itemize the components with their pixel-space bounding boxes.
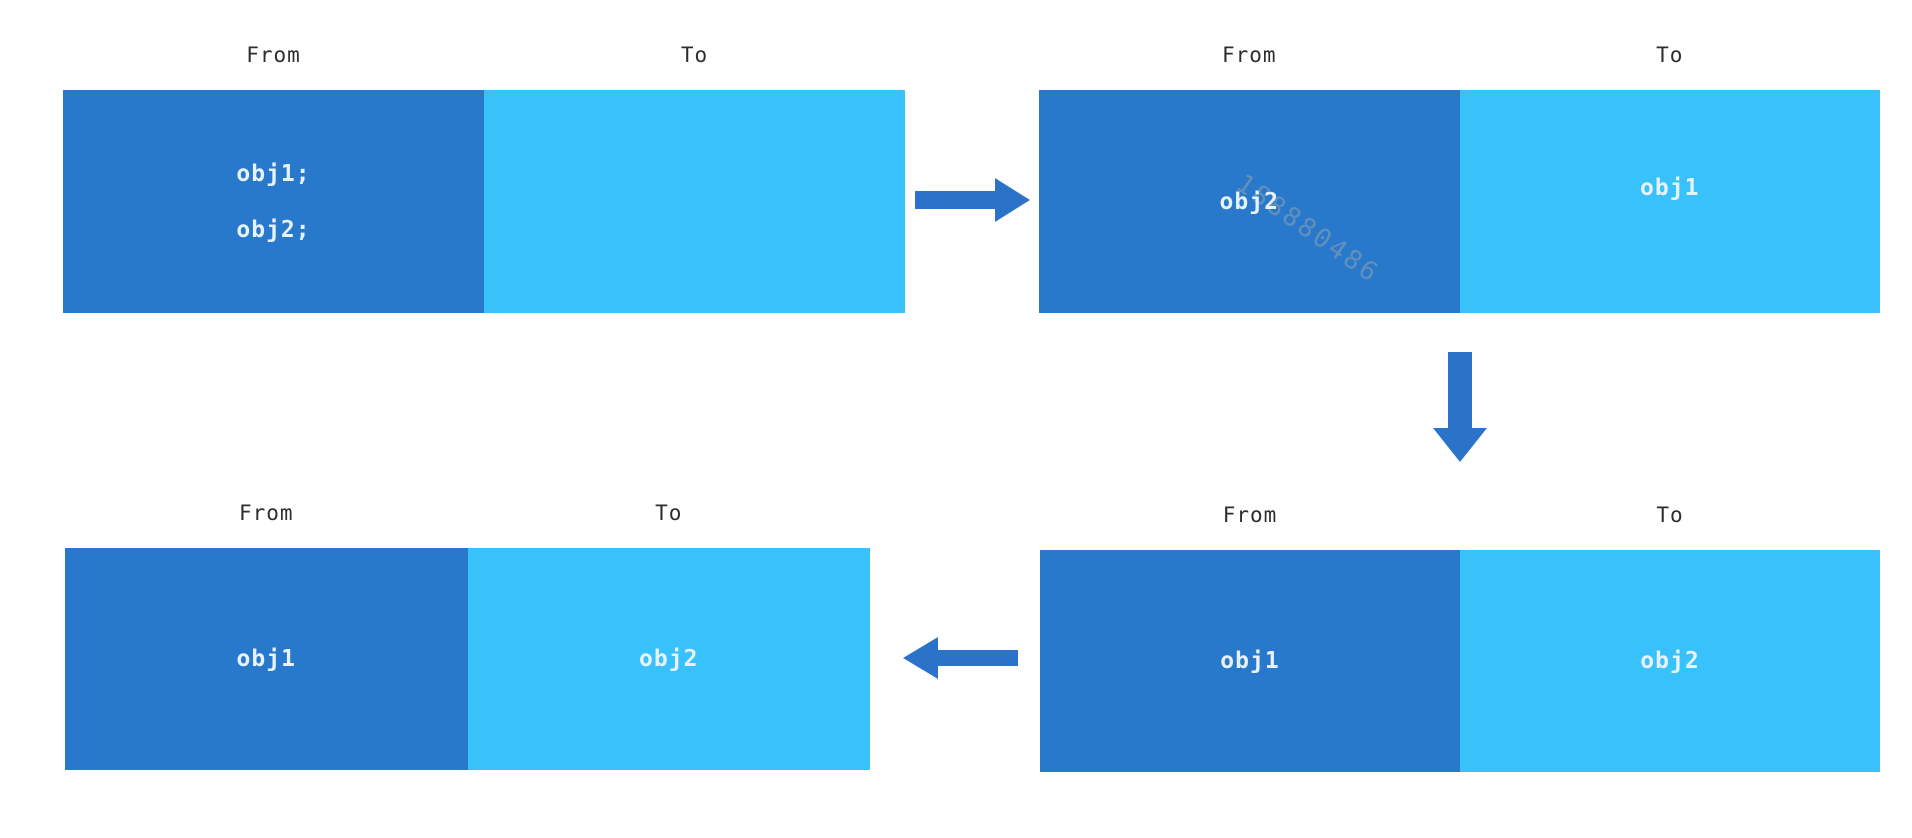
to-box: obj2 <box>467 548 870 770</box>
panel-labels: From To <box>63 20 905 90</box>
from-box-text: obj1 <box>236 646 296 672</box>
from-label: From <box>1221 43 1277 67</box>
to-box <box>484 90 905 313</box>
to-label: To <box>1656 43 1684 67</box>
to-label: To <box>655 501 683 525</box>
to-box-text: obj1 <box>1640 174 1700 201</box>
to-label: To <box>1656 503 1684 527</box>
arrow-right-icon <box>915 178 1030 222</box>
to-box-text: obj2 <box>639 646 699 672</box>
from-box-text: obj1; obj2; <box>236 146 310 258</box>
panel-boxes: obj1; obj2; <box>63 90 905 313</box>
panel-boxes: obj1 obj2 <box>65 548 870 770</box>
from-box: obj2 188880486 <box>1039 90 1460 313</box>
to-box-text: obj2 <box>1640 648 1700 674</box>
panel-labels: From To <box>65 478 870 548</box>
panel-boxes: obj1 obj2 <box>1040 550 1880 772</box>
panel-labels: From To <box>1040 480 1880 550</box>
from-box: obj1; obj2; <box>63 90 484 313</box>
panel-step-3: From To obj1 obj2 <box>1040 480 1880 772</box>
from-label: From <box>1222 503 1278 527</box>
to-box: obj2 <box>1460 550 1880 772</box>
from-box-line2: obj2; <box>236 216 311 243</box>
panel-step-1: From To obj1; obj2; <box>63 20 905 313</box>
arrow-down-icon <box>1433 352 1487 462</box>
from-label: From <box>246 43 301 67</box>
arrow-left-icon <box>903 637 1018 679</box>
panel-labels: From To <box>1039 20 1880 90</box>
to-label: To <box>680 43 709 67</box>
to-box: obj1 <box>1459 90 1880 313</box>
panel-boxes: obj2 188880486 obj1 <box>1039 90 1880 313</box>
panel-step-2: From To obj2 188880486 obj1 <box>1039 20 1880 313</box>
from-box: obj1 <box>1040 550 1460 772</box>
from-box: obj1 <box>65 548 468 770</box>
from-box-text: obj2 <box>1219 188 1279 215</box>
panel-step-4: From To obj1 obj2 <box>65 478 870 770</box>
from-box-line1: obj1; <box>236 160 311 187</box>
from-box-text: obj1 <box>1220 648 1280 674</box>
from-label: From <box>238 501 294 525</box>
